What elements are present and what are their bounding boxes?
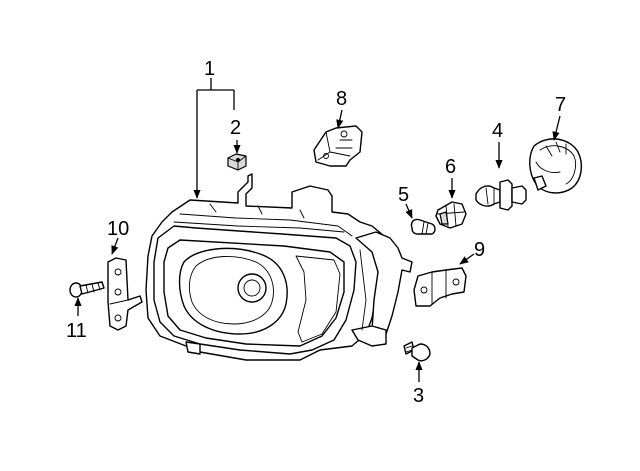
headlamp-assembly <box>145 173 413 361</box>
callout-9: 9 <box>474 239 485 261</box>
callout-4: 4 <box>492 120 503 142</box>
callout-3: 3 <box>413 385 424 407</box>
callout-7: 7 <box>555 94 566 116</box>
tapping-screw-part <box>69 281 105 298</box>
callout-5: 5 <box>398 184 409 206</box>
bulb-socket-part <box>435 201 467 229</box>
side-bracket-part <box>413 267 467 307</box>
corner-bracket-part <box>107 257 143 331</box>
headlamp-bulb-part <box>475 179 527 211</box>
mounting-bolt-part <box>403 341 431 362</box>
callout-10: 10 <box>107 218 129 240</box>
callout-11: 11 <box>66 320 87 342</box>
callout-1: 1 <box>204 58 215 80</box>
callout-8: 8 <box>336 88 347 110</box>
mounting-bracket-part <box>313 125 363 167</box>
callout-6: 6 <box>445 156 456 178</box>
bulb-cover-part <box>529 138 583 194</box>
side-marker-bulb-part <box>410 218 436 235</box>
callout-2: 2 <box>230 117 241 139</box>
leader-lines <box>74 78 561 382</box>
clip-nut-part <box>227 153 247 171</box>
